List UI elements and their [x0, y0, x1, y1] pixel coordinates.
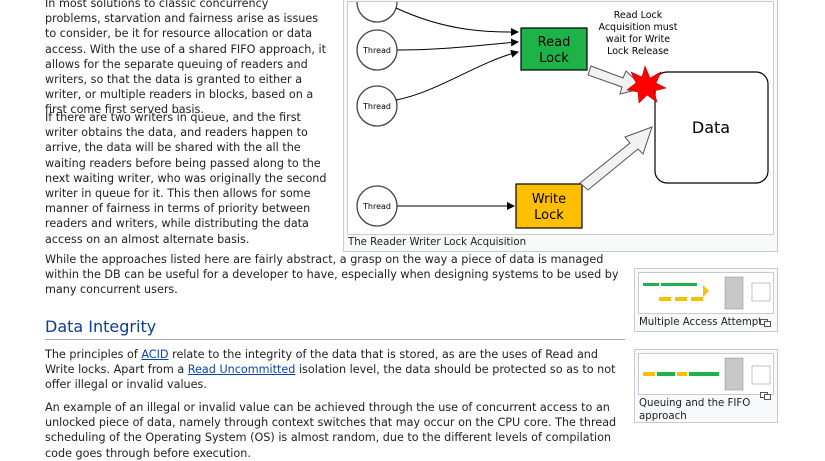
thread-label: Thread: [362, 46, 391, 55]
thumb2-caption: Queuing and the FIFO approach: [639, 398, 751, 422]
annotation-line3: wait for Write: [606, 34, 670, 45]
paragraph-abstract: While the approaches listed here are fai…: [45, 253, 619, 297]
blocked-star: [626, 65, 667, 104]
thread-label: Thread: [362, 102, 391, 111]
write-lock-label-line1: Write: [532, 192, 566, 207]
annotation-line4: Lock Release: [607, 46, 669, 57]
write-lock-box: [515, 183, 583, 229]
read-lock-label-line1: Read: [538, 35, 571, 50]
read-lock-box: [520, 27, 588, 71]
figure-caption: The Reader Writer Lock Acquisition: [348, 237, 527, 248]
figure-reader-writer-lock[interactable]: Thread Thread Thread Read Lock Write Loc…: [343, 0, 778, 252]
data-box: [654, 71, 769, 184]
acid-link[interactable]: ACID: [141, 348, 169, 361]
write-lock-label-line2: Lock: [534, 208, 564, 223]
thread-label: Thread: [362, 202, 391, 211]
figure-image[interactable]: Thread Thread Thread Read Lock Write Loc…: [347, 0, 774, 235]
paragraph-acid: The principles of ACID relate to the int…: [45, 348, 616, 392]
paragraph-fairness: In most solutions to classic concurrency…: [45, 0, 326, 117]
thumb1-caption: Multiple Access Attempts: [639, 317, 768, 328]
thread-circle: [356, 0, 398, 23]
thread-circle: [356, 85, 398, 127]
data-label: Data: [692, 118, 730, 137]
mini-diagram: [643, 357, 771, 391]
lock-diagram: Thread Thread Thread Read Lock Write Loc…: [356, 0, 769, 229]
read-lock-label-line2: Lock: [539, 51, 569, 66]
thumb-image[interactable]: [638, 353, 774, 395]
enlarge-icon[interactable]: [760, 319, 771, 327]
annotation-line2: Acquisition must: [598, 22, 677, 33]
section-title-data-integrity: Data Integrity: [45, 317, 157, 336]
section-divider: [45, 339, 625, 340]
mini-diagram: [643, 276, 771, 310]
paragraph-illegal-value: An example of an illegal or invalid valu…: [45, 401, 617, 460]
read-uncommitted-link[interactable]: Read Uncommitted: [187, 363, 296, 377]
thumb-fifo-queuing[interactable]: Queuing and the FIFO approach: [634, 349, 778, 423]
write-arrow: [579, 126, 653, 191]
annotation-line1: Read Lock: [614, 10, 663, 21]
thumb-multiple-access[interactable]: Multiple Access Attempts: [634, 268, 778, 332]
thumb-image[interactable]: [638, 272, 774, 314]
paragraph-writers-queue: If there are two writers in queue, and t…: [45, 111, 327, 246]
enlarge-icon[interactable]: [760, 392, 771, 400]
